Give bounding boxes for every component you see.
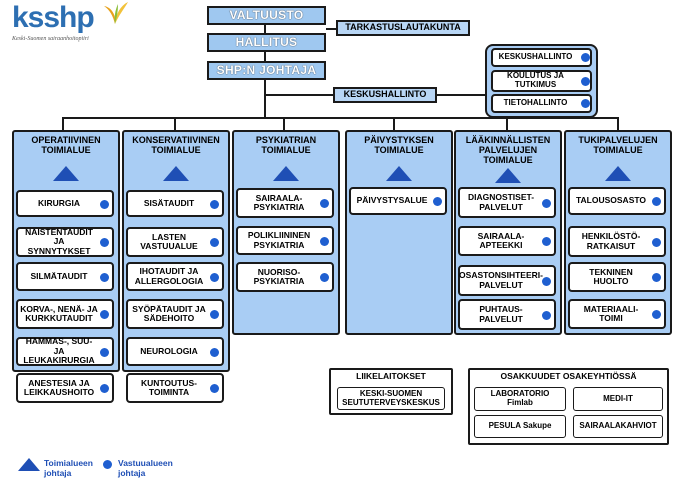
vastuualue-dot-icon — [320, 273, 329, 282]
vastuualue-dot-icon — [100, 384, 109, 393]
toimialue-johtaja-triangle-icon — [605, 166, 631, 181]
vastuualue-unit: LASTEN VASTUUALUE — [126, 227, 224, 257]
connector-tarkastus — [326, 28, 338, 30]
vastuualue-dot-icon — [581, 53, 590, 62]
vastuualue-dot-icon — [210, 272, 219, 282]
vastuualue-dot-icon — [542, 310, 551, 320]
vastuualue-unit: NEUROLOGIA — [126, 337, 224, 366]
vastuualue-dot-icon — [652, 310, 661, 319]
vastuualue-dot-icon — [210, 347, 219, 357]
vastuualue-dot-icon — [210, 238, 219, 247]
vastuualue-unit: HAMMAS-, SUU- JA LEUKAKIRURGIA — [16, 337, 114, 366]
toimialue-title: LÄÄKINNÄLLISTEN PALVELUJEN TOIMIALUE — [465, 135, 551, 165]
vastuualue-unit: POLIKLIININEN PSYKIATRIA — [236, 226, 334, 255]
connector-col4 — [393, 117, 395, 131]
toimialue-title: PSYKIATRIAN TOIMIALUE — [255, 135, 317, 155]
vastuualue-unit: HENKILÖSTÖ- RATKAISUT — [568, 226, 666, 257]
toimialue-title: KONSERVATIIVINEN TOIMIALUE — [132, 135, 220, 155]
vastuualue-unit: OSASTONSIHTEERI- PALVELUT — [458, 265, 556, 296]
logo-text: ksshp — [12, 1, 95, 34]
vastuualue-unit: TALOUSOSASTO — [568, 187, 666, 215]
vastuualue-dot-icon — [100, 199, 109, 209]
vastuualue-dot-icon — [210, 310, 219, 319]
keskushallinto-label: KESKUSHALLINTO — [333, 87, 437, 103]
vastuualue-unit: PUHTAUS- PALVELUT — [458, 299, 556, 330]
connector-horizontal — [62, 117, 617, 119]
vastuualue-dot-icon — [320, 199, 329, 208]
seututerveyskeskus-unit: KESKI-SUOMEN SEUTUTERVEYSKESKUS — [337, 387, 445, 410]
vastuualue-unit: TEKNINEN HUOLTO — [568, 262, 666, 292]
toimialue-title: TUKIPALVELUJEN TOIMIALUE — [578, 135, 658, 155]
vastuualue-dot-icon — [652, 197, 661, 206]
keskushallinto-unit: KESKUSHALLINTO — [491, 48, 592, 67]
legend-dot-label: Vastuualueen johtaja — [118, 458, 173, 478]
vastuualue-dot-icon — [320, 236, 329, 246]
osakkuudet-title: OSAKKUUDET OSAKEYHTIÖSSÄ — [500, 371, 637, 382]
connector-to-columns — [264, 96, 266, 118]
vastuualue-dot-icon — [652, 273, 661, 282]
vastuualue-unit: SILMÄTAUDIT — [16, 262, 114, 291]
logo: ksshp Keski-Suomen sairaanhoitopiiri — [12, 2, 132, 50]
vastuualue-dot-icon — [652, 237, 661, 247]
vastuualue-dot-icon — [100, 272, 109, 282]
vastuualue-unit: NUORISO- PSYKIATRIA — [236, 262, 334, 292]
vastuualue-unit: MATERIAALI- TOIMI — [568, 299, 666, 329]
toimialue-title: OPERATIIVINEN TOIMIALUE — [31, 135, 101, 155]
connector-col1 — [62, 117, 64, 131]
vastuualue-unit: KUNTOUTUS- TOIMINTA — [126, 373, 224, 403]
toimialue-johtaja-triangle-icon — [273, 166, 299, 181]
vastuualue-unit: SYÖPÄTAUDIT JA SÄDEHOITO — [126, 299, 224, 329]
toimialue-johtaja-triangle-icon — [386, 166, 412, 181]
vastuualue-unit: PÄIVYSTYSALUE — [349, 187, 447, 215]
vastuualue-dot-icon — [542, 276, 551, 286]
vastuualue-dot-icon — [210, 384, 219, 393]
vastuualue-unit: IHOTAUDIT JA ALLERGOLOGIA — [126, 262, 224, 291]
toimialue-johtaja-triangle-icon — [163, 166, 189, 181]
connector-keskus — [264, 94, 334, 96]
vastuualue-unit: SISÄTAUDIT — [126, 190, 224, 217]
osakkuus-unit: PESULA Sakupe — [474, 415, 566, 438]
legend-dot-icon — [103, 460, 112, 469]
vastuualue-dot-icon — [210, 199, 219, 209]
vastuualue-dot-icon — [542, 237, 551, 246]
shp-johtaja-box: SHP:N JOHTAJA — [207, 61, 326, 80]
vastuualue-unit: SAIRAALA- APTEEKKI — [458, 226, 556, 256]
vastuualue-dot-icon — [542, 198, 551, 208]
valtuusto-box: VALTUUSTO — [207, 6, 326, 25]
tarkastuslautakunta-box: TARKASTUSLAUTAKUNTA — [336, 20, 470, 36]
vastuualue-dot-icon — [433, 197, 442, 206]
liikelaitokset-title: LIIKELAITOKSET — [356, 371, 426, 382]
vastuualue-unit: KIRURGIA — [16, 190, 114, 217]
osakkuus-unit: MEDI-IT — [573, 387, 663, 411]
toimialue-johtaja-triangle-icon — [53, 166, 79, 181]
toimialue-column — [345, 130, 453, 335]
toimialue-title: PÄIVYSTYKSEN TOIMIALUE — [364, 135, 434, 155]
vastuualue-dot-icon — [100, 347, 109, 357]
connector-col2 — [174, 117, 176, 131]
osakkuus-unit: LABORATORIO Fimlab — [474, 387, 566, 411]
logo-subtitle: Keski-Suomen sairaanhoitopiiri — [12, 36, 89, 42]
osakkuus-unit: SAIRAALAKAHVIOT — [573, 415, 663, 438]
vastuualue-unit: ANESTESIA JA LEIKKAUSHOITO — [16, 373, 114, 403]
connector-col5 — [506, 117, 508, 131]
hallitus-box: HALLITUS — [207, 33, 326, 52]
vastuualue-dot-icon — [100, 310, 109, 319]
vastuualue-dot-icon — [581, 99, 590, 108]
vastuualue-unit: SAIRAALA- PSYKIATRIA — [236, 188, 334, 218]
vastuualue-dot-icon — [581, 77, 590, 86]
legend-triangle-icon — [18, 458, 40, 471]
keskushallinto-unit: KOULUTUS JA TUTKIMUS — [491, 70, 592, 92]
connector-col6 — [617, 117, 619, 131]
logo-flower-icon — [104, 2, 128, 24]
toimialue-johtaja-triangle-icon — [495, 168, 521, 183]
vastuualue-unit: KORVA-, NENÄ- JA KURKKUTAUDIT — [16, 299, 114, 329]
connector-col3 — [283, 117, 285, 131]
vastuualue-unit: DIAGNOSTISET- PALVELUT — [458, 187, 556, 218]
connector-main — [264, 24, 266, 96]
vastuualue-unit: NAISTENTAUDIT JA SYNNYTYKSET — [16, 227, 114, 257]
connector-keskus-right — [436, 94, 486, 96]
keskushallinto-unit: TIETOHALLINTO — [491, 94, 592, 113]
legend-triangle-label: Toimialueen johtaja — [44, 458, 93, 478]
vastuualue-dot-icon — [100, 238, 109, 247]
